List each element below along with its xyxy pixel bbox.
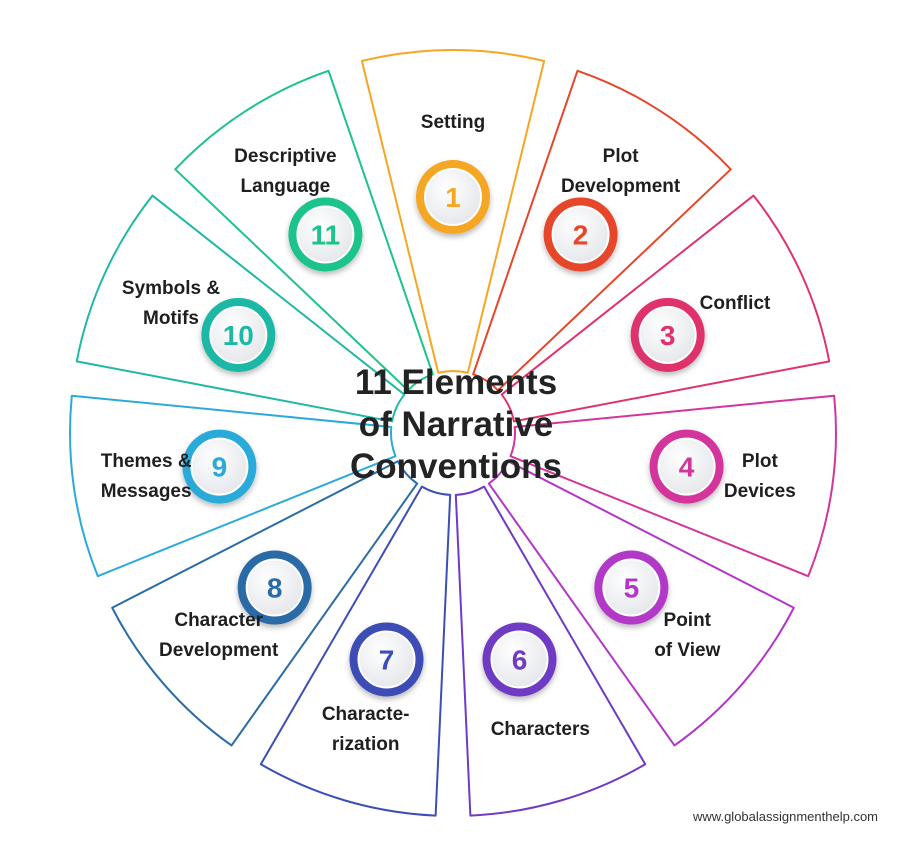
- badge-number: 2: [573, 219, 589, 250]
- label-line: Development: [159, 640, 279, 661]
- title-line-3: Conventions: [350, 447, 562, 486]
- number-badge-3: 3: [630, 297, 705, 372]
- badge-number: 7: [379, 644, 395, 675]
- element-label-6: Characters: [491, 715, 590, 745]
- badge-disc: [551, 205, 610, 264]
- badge-disc: [490, 630, 549, 689]
- number-badge-5: 5: [594, 550, 669, 625]
- label-line: Plot: [741, 451, 778, 473]
- label-line: Conflict: [699, 293, 771, 315]
- number-badge-6: 6: [482, 622, 557, 697]
- element-label-10: Symbols & Motifs: [122, 274, 220, 334]
- label-line: Development: [560, 176, 681, 198]
- number-badge-1: 1: [416, 160, 490, 234]
- label-line: Plot: [602, 146, 639, 168]
- element-label-9: Themes & Messages: [101, 447, 192, 507]
- label-line: Motifs: [143, 308, 199, 330]
- label-line: Language: [240, 176, 331, 198]
- number-badge-10: 10: [201, 297, 276, 372]
- label-line: of View: [654, 640, 721, 661]
- badge-number: 9: [212, 452, 228, 483]
- element-label-5: Point of View: [654, 606, 720, 666]
- label-line: Point: [663, 610, 712, 631]
- badge-number: 5: [624, 573, 640, 604]
- number-badge-7: 7: [349, 622, 424, 697]
- label-line: Messages: [100, 481, 192, 503]
- badge-number: 6: [512, 644, 528, 675]
- badge-disc: [424, 168, 482, 226]
- title-line-2: of Narrative: [358, 405, 554, 444]
- badge-disc: [245, 558, 304, 617]
- badge-number: 11: [311, 219, 341, 250]
- badge-number: 8: [267, 573, 283, 604]
- label-line: Characte-: [321, 704, 410, 726]
- element-label-3: Conflict: [700, 289, 771, 319]
- badge-number: 1: [445, 182, 461, 213]
- diagram-title: 11 Elements of Narrative Conventions: [350, 362, 562, 488]
- label-line: Symbols &: [121, 278, 221, 300]
- badge-number: 3: [660, 320, 676, 351]
- label-line: rization: [331, 734, 400, 756]
- badge-number: 4: [679, 452, 695, 483]
- label-line: Themes &: [100, 451, 192, 473]
- badge-disc: [190, 437, 249, 496]
- label-line: Character: [174, 610, 264, 631]
- label-line: Characters: [490, 719, 590, 741]
- website-footer: www.globalassignmenthelp.com: [693, 809, 878, 824]
- label-line: Setting: [420, 112, 486, 133]
- badge-number: 10: [223, 320, 254, 351]
- number-badge-8: 8: [237, 550, 312, 625]
- badge-disc: [602, 558, 661, 617]
- element-label-7: Characte-rization: [322, 700, 410, 760]
- badge-disc: [209, 305, 268, 364]
- label-line: Devices: [723, 481, 796, 503]
- number-badge-11: 11: [288, 197, 363, 272]
- number-badge-9: 9: [182, 429, 257, 504]
- title-line-1: 11 Elements: [354, 363, 558, 402]
- badge-disc: [357, 630, 416, 689]
- element-label-1: Setting: [421, 108, 485, 138]
- label-line: Descriptive: [234, 146, 337, 168]
- badge-disc: [296, 205, 355, 264]
- number-badge-2: 2: [543, 197, 618, 272]
- badge-disc: [638, 305, 697, 364]
- badge-disc: [657, 437, 716, 496]
- number-badge-4: 4: [649, 429, 724, 504]
